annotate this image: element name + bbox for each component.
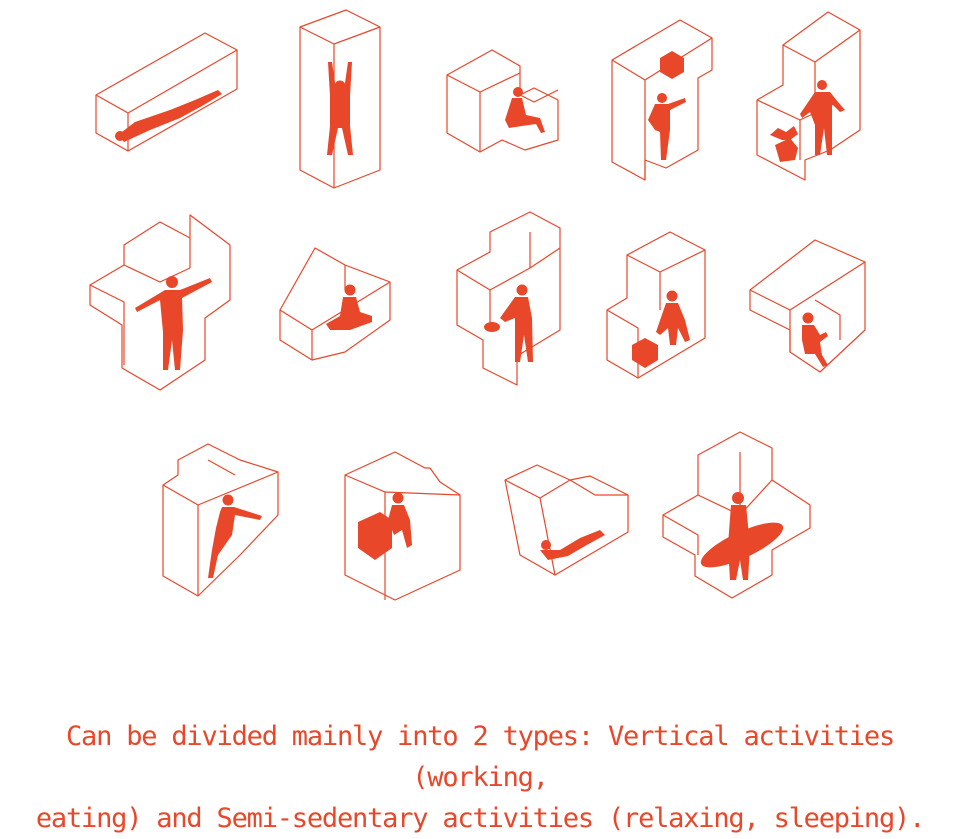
person-arms-raised-icon bbox=[327, 62, 353, 155]
person-reading-icon bbox=[802, 312, 828, 367]
caption: Can be divided mainly into 2 types: Vert… bbox=[0, 716, 960, 839]
module-sitting bbox=[446, 49, 559, 153]
person-cooking-icon bbox=[484, 284, 533, 362]
module-cooking bbox=[456, 211, 561, 386]
caption-line-1: Can be divided mainly into 2 types: Vert… bbox=[65, 721, 895, 793]
person-reaching-box-icon bbox=[648, 51, 686, 160]
person-watering-plant-icon bbox=[770, 80, 845, 162]
isometric-modules-svg bbox=[89, 9, 866, 601]
person-arms-spread-icon bbox=[135, 276, 212, 370]
activity-modules-diagram bbox=[89, 9, 866, 601]
person-exercising-icon bbox=[540, 530, 605, 560]
person-lying-down-icon bbox=[115, 90, 222, 142]
caption-line-2: eating) and Semi-sedentary activities (r… bbox=[35, 803, 925, 834]
module-arms-spread bbox=[89, 214, 231, 391]
module-watering bbox=[756, 11, 861, 181]
module-lifting bbox=[606, 231, 706, 379]
module-meditating bbox=[279, 247, 391, 361]
module-exercising bbox=[504, 464, 629, 576]
person-lifting-box-icon bbox=[632, 290, 690, 368]
module-reaching bbox=[611, 19, 713, 181]
module-kicking bbox=[162, 443, 279, 597]
module-reading bbox=[749, 239, 866, 373]
person-seated-chair-icon bbox=[358, 492, 412, 560]
person-surfboard-icon bbox=[700, 492, 784, 580]
person-kicking-icon bbox=[208, 494, 262, 578]
person-sitting-icon bbox=[505, 87, 545, 133]
person-meditating-icon bbox=[326, 284, 372, 330]
